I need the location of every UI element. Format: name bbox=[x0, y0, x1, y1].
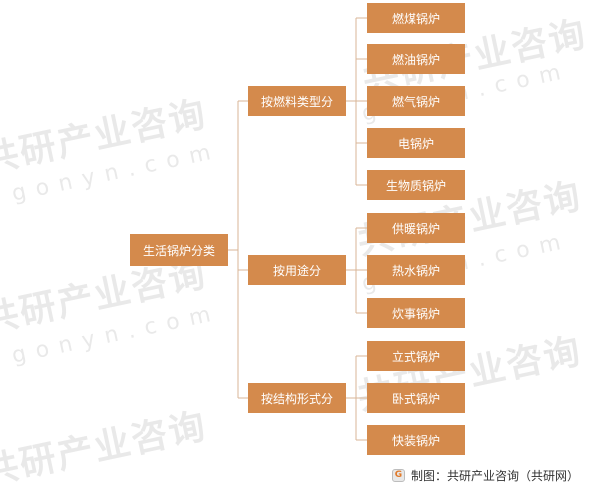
leaf-node: 燃煤锅炉 bbox=[367, 3, 465, 33]
leaf-node: 供暖锅炉 bbox=[367, 213, 465, 243]
category-node-usage: 按用途分 bbox=[248, 255, 346, 285]
category-node-structure: 按结构形式分 bbox=[248, 383, 346, 413]
source-credit-text: 制图：共研产业咨询（共研网） bbox=[411, 468, 580, 483]
category-node-fuel: 按燃料类型分 bbox=[248, 86, 346, 116]
leaf-node: 卧式锅炉 bbox=[367, 383, 465, 413]
leaf-node: 炊事锅炉 bbox=[367, 298, 465, 328]
leaf-node: 生物质锅炉 bbox=[367, 170, 465, 200]
brand-logo-icon: G bbox=[392, 468, 405, 482]
leaf-node: 热水锅炉 bbox=[367, 255, 465, 285]
source-credit: G 制图：共研产业咨询（共研网） bbox=[392, 466, 579, 484]
leaf-node: 燃气锅炉 bbox=[367, 86, 465, 116]
root-node: 生活锅炉分类 bbox=[130, 234, 228, 266]
leaf-node: 燃油锅炉 bbox=[367, 44, 465, 74]
leaf-node: 快装锅炉 bbox=[367, 425, 465, 455]
leaf-node: 电锅炉 bbox=[367, 128, 465, 158]
leaf-node: 立式锅炉 bbox=[367, 341, 465, 371]
